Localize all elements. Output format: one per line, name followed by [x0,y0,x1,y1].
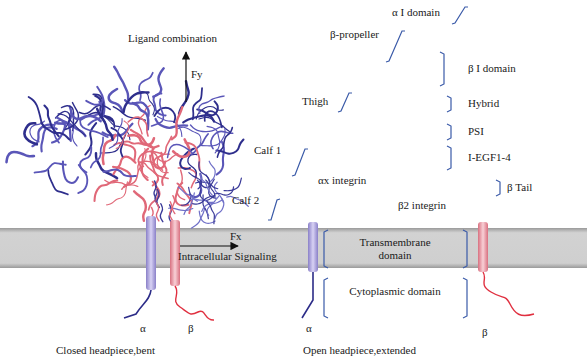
ribbon-strand [113,157,135,175]
ribbon-strand [24,123,36,144]
ribbon-strand [154,181,157,199]
region-label: Transmembrane domain [345,236,445,262]
ribbon-strand [189,173,202,189]
chain-letter: α [140,322,146,335]
ribbon-strand [79,105,110,114]
ribbon-strand [59,123,77,146]
domain-label: β I domain [468,62,516,75]
ribbon-strand [205,111,222,127]
ribbon-strand [114,67,128,99]
domain-label: β-propeller [330,28,379,41]
ribbon-strand [152,99,164,126]
ribbon-strand [193,196,215,204]
ribbon-strand [172,196,175,214]
ribbon-strand [41,122,69,139]
ribbon-strand [199,211,215,223]
ribbon-strand [217,128,232,158]
ribbon-strand [193,88,202,119]
domain-label: PSI [468,125,484,138]
beta-tail [175,286,214,320]
ribbon-strand [200,175,212,195]
ribbon-strand [168,145,192,158]
ribbon-strand [128,135,154,145]
chain-letter: β [482,326,488,339]
ribbon-strand [153,68,163,96]
domain-label: Hybrid [468,97,499,110]
ribbon-strand [209,161,215,182]
ligand-label: Ligand combination [128,32,217,45]
chain-letter: β [188,322,194,335]
ribbon-strand [35,163,66,173]
ribbon-strand [86,87,103,105]
alpha-tail [302,272,313,318]
ribbon-strand [80,147,91,172]
chain-letter: α [306,322,312,335]
ribbon-strand [97,109,113,140]
alpha-tail [124,290,151,318]
chain-label: αx integrin [318,174,366,187]
ribbon-strand [154,108,175,122]
signal-label: Intracellular Signaling [178,250,277,263]
ribbon-strand [48,169,68,194]
ribbon-strand [224,178,241,191]
domain-brackets [268,7,500,318]
chain-label: β2 integrin [398,199,446,212]
ribbon-strand [140,148,148,177]
ribbon-strand [91,137,103,167]
domain-label: Calf 2 [232,194,259,207]
ribbon-strand [128,117,148,136]
region-label: Cytoplasmic domain [345,285,445,298]
caption-label: Open headpiece,extended [303,344,416,357]
force-arrow-y [185,52,186,102]
beta-tail [483,272,534,316]
ribbon-strand [156,203,159,221]
ribbon-strand [207,126,220,153]
ribbon-strand [191,208,204,228]
domain-label: α I domain [392,6,440,19]
ribbon-strand [177,170,184,199]
ribbon-strand [160,204,163,222]
ribbon-strand [139,73,153,100]
ribbon-strand [71,113,100,121]
domain-label: β Tail [507,181,532,194]
ribbon-strand [124,92,149,112]
ribbon-strand [178,187,197,201]
caption-label: Closed headpiece,bent [56,344,155,357]
ribbon-strand [7,152,34,162]
ribbon-strand [199,96,224,113]
protein-ribbon [7,67,249,228]
ribbon-strand [188,154,197,178]
ribbon-strand [104,170,136,177]
cell-membrane [0,228,587,268]
ribbon-strand [170,202,173,220]
beta-helix-cylinder [478,222,488,272]
ribbon-strand [29,97,45,128]
domain-label: Calf 1 [254,144,281,157]
domain-label: Thigh [302,95,328,108]
ribbon-strand [138,161,163,171]
ribbon-strand [95,181,118,201]
ribbon-strand [207,202,214,224]
ribbon-strand [134,191,146,220]
ribbon-strand [181,187,191,205]
domain-label: I-EGF1-4 [468,151,511,164]
force-label: Fy [191,68,203,81]
alpha-helix-cylinder [146,216,156,290]
force-arrow-x [180,245,238,246]
force-label: Fx [230,230,242,243]
ribbon-strand [107,182,128,205]
alpha-helix-cylinder [308,222,318,272]
ribbon-strand [185,143,199,170]
